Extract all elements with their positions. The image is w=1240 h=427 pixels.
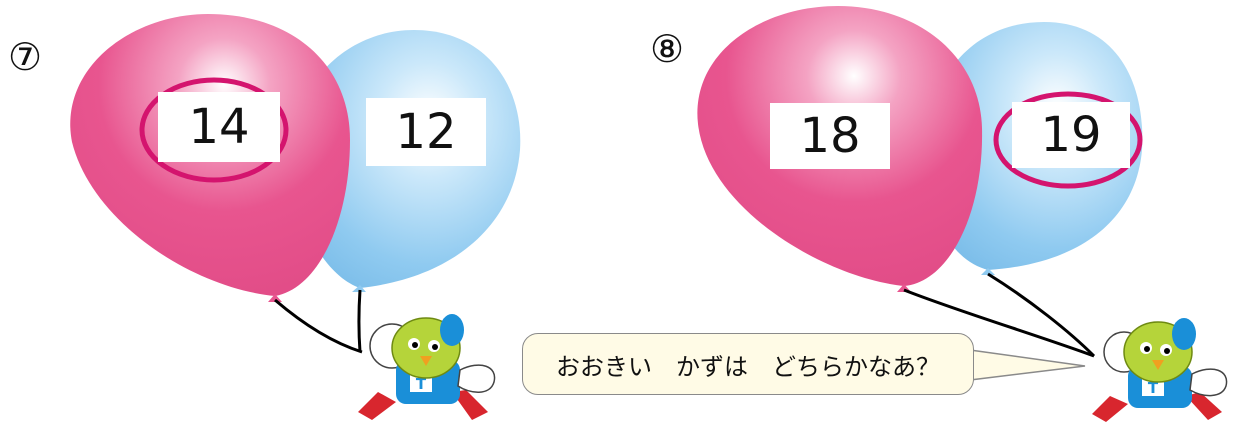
speech-bubble-text: おおきい かずは どちらかなあ？ bbox=[556, 352, 940, 381]
mascot-right: T bbox=[1092, 318, 1228, 422]
problem-number-8: ⑧ bbox=[650, 27, 685, 71]
problem-8-pink-value: 18 bbox=[770, 103, 890, 169]
problem-7-pink-value: 14 bbox=[158, 92, 280, 162]
problem-7-answer-circle bbox=[139, 77, 289, 183]
balloon-strings bbox=[274, 272, 1096, 358]
problem-7-blue-value: 12 bbox=[366, 98, 486, 166]
speech-bubble-tail bbox=[969, 349, 1086, 381]
problem-8-blue-value: 19 bbox=[1012, 102, 1130, 168]
problem-number-7: ⑦ bbox=[8, 35, 43, 79]
mascot-left-badge: T bbox=[416, 375, 427, 393]
problem-8-answer-circle bbox=[993, 91, 1143, 189]
mascot-right-badge: T bbox=[1148, 379, 1159, 397]
speech-bubble: おおきい かずは どちらかなあ？ bbox=[522, 333, 974, 395]
mascot-left: T bbox=[358, 314, 496, 420]
